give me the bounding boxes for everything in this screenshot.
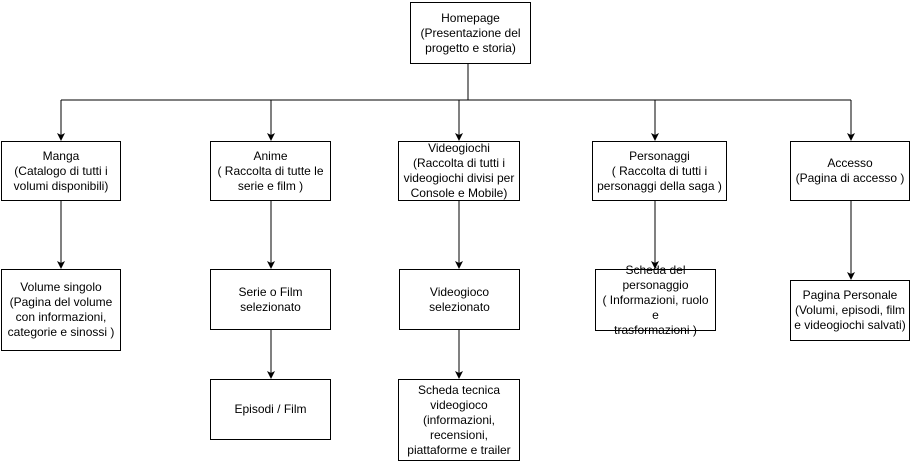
node-videogioco-selezionato-label: Videogioco selezionato bbox=[429, 284, 490, 314]
node-anime: Anime ( Raccolta di tutte le serie e fil… bbox=[210, 141, 331, 201]
node-personaggi-label: Personaggi ( Raccolta di tutti i persona… bbox=[597, 148, 722, 193]
node-serie-film-label: Serie o Film selezionato bbox=[238, 284, 303, 314]
node-serie-film: Serie o Film selezionato bbox=[210, 269, 331, 330]
node-scheda-tecnica: Scheda tecnica videogioco (informazioni,… bbox=[398, 379, 520, 461]
node-episodi-film-label: Episodi / Film bbox=[234, 402, 307, 416]
node-videogiochi: Videogiochi (Raccolta di tutti i videogi… bbox=[398, 141, 520, 201]
node-homepage-label: Homepage (Presentazione del progetto e s… bbox=[420, 10, 521, 55]
node-homepage: Homepage (Presentazione del progetto e s… bbox=[410, 2, 531, 64]
node-accesso: Accesso (Pagina di accesso ) bbox=[790, 141, 910, 201]
node-scheda-tecnica-label: Scheda tecnica videogioco (informazioni,… bbox=[407, 382, 511, 457]
node-videogioco-selezionato: Videogioco selezionato bbox=[399, 269, 520, 330]
node-accesso-label: Accesso (Pagina di accesso ) bbox=[795, 156, 905, 185]
node-manga: Manga (Catalogo di tutti i volumi dispon… bbox=[1, 141, 121, 201]
node-volume-singolo-label: Volume singolo (Pagina del volume con in… bbox=[7, 280, 115, 339]
node-anime-label: Anime ( Raccolta di tutte le serie e fil… bbox=[217, 148, 324, 193]
node-episodi-film: Episodi / Film bbox=[210, 379, 331, 440]
node-scheda-personaggio-label: Scheda del personaggio ( Informazioni, r… bbox=[602, 262, 709, 337]
node-scheda-personaggio: Scheda del personaggio ( Informazioni, r… bbox=[595, 263, 716, 337]
node-videogiochi-label: Videogiochi (Raccolta di tutti i videogi… bbox=[403, 141, 515, 200]
node-personaggi: Personaggi ( Raccolta di tutti i persona… bbox=[592, 141, 727, 201]
node-volume-singolo: Volume singolo (Pagina del volume con in… bbox=[1, 269, 121, 351]
node-pagina-personale: Pagina Personale (Volumi, episodi, film … bbox=[790, 280, 910, 341]
node-manga-label: Manga (Catalogo di tutti i volumi dispon… bbox=[13, 148, 109, 193]
node-pagina-personale-label: Pagina Personale (Volumi, episodi, film … bbox=[794, 288, 906, 332]
